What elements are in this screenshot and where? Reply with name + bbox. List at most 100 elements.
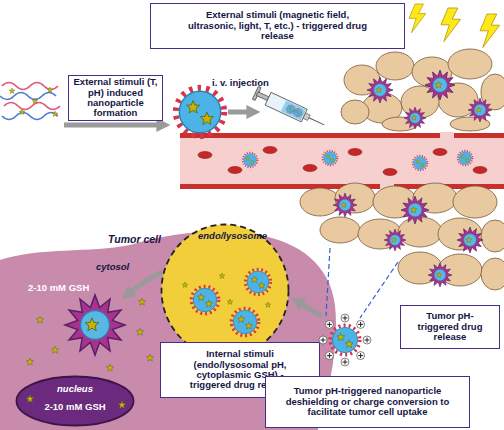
dashed-leader [326,248,398,318]
tumor-tissue-cell [481,220,504,252]
endosome-nanoparticle [231,308,258,335]
polymer-chains [4,103,60,110]
red-blood-cell [348,149,362,156]
process-box: Tumor pH-triggered nanoparticle deshield… [265,376,470,428]
uptake-arrow [298,302,322,316]
node-heading: nucleus [45,384,105,394]
process-box: External stimuli (magnetic field, ultras… [150,3,405,49]
tumor-tissue-cell [300,49,504,290]
uptake-arrow [128,272,322,316]
annotation-label: i. v. injection [212,78,302,88]
charged-nanoparticle [341,358,349,366]
red-blood-cell [198,152,212,159]
cytosol-drug-release-burst [65,295,125,355]
endosome-circle: endo/lysosome [160,223,290,358]
endosome-nanoparticle [245,269,270,294]
syringe [265,92,307,122]
blood-vessel [180,132,504,190]
red-blood-cell [263,147,277,154]
free-drugs [9,88,15,93]
tumor-drug-release-burst [428,263,452,287]
red-blood-cell [198,147,487,176]
polymer-chains [0,83,60,120]
red-blood-cell [433,149,447,156]
node-heading: External stimuli (magnetic field, ultras… [185,10,370,41]
node-heading: External stimuli (T, pH) induced nanopar… [71,77,161,119]
node-text: cytosol [96,262,146,272]
node-heading: endo/lysosome [198,231,252,241]
tumor-drug-release-burst [333,193,357,217]
endosome-circle-outline [160,223,290,358]
released-drug [36,316,43,323]
circulating-nanoparticle [323,151,338,166]
endosome-nanoparticle [182,269,271,335]
node-heading: Tumor cell [108,234,188,246]
uptake-arrow [128,272,162,294]
node-heading: Tumor pH-triggered nanoparticle deshield… [270,386,465,417]
tumor-drug-release-burst [425,70,455,100]
endosome-nanoparticle [182,282,188,287]
red-blood-cell [303,165,317,172]
charged-nanoparticle [325,320,333,328]
circulating-nanoparticle [458,151,473,166]
tumor-drug-release-burst [333,70,492,287]
syringe [252,86,327,131]
blood-vessel [180,136,504,186]
blood-vessel [440,132,454,139]
syringe [281,100,306,120]
released-drug [118,401,125,408]
node-text: 2-10 mM GSH [35,402,115,412]
tumor-tissue-cell [398,217,442,247]
charged-nanoparticle [330,325,359,354]
node-text: 2-10 mM GSH [28,283,108,293]
tumor-drug-release-burst [468,98,492,122]
nucleus-ellipse-outline [15,375,135,427]
polymer-chains [2,113,58,120]
tumor-drug-release-burst [404,107,426,129]
process-arrow [64,123,162,128]
lightning-bolt [409,4,500,48]
charged-nanoparticle [363,336,371,344]
free-drugs [19,109,25,114]
tumor-tissue-cell [376,52,414,80]
endosome-nanoparticle [219,273,225,278]
circulating-nanoparticle [243,151,473,171]
endosome-nanoparticle [265,302,271,307]
dashed-leader [360,262,398,318]
free-drugs [32,98,38,103]
tumor-tissue-cell [300,188,340,216]
red-blood-cell [228,167,242,174]
free-drugs [52,111,58,116]
lightning-bolt [409,4,426,33]
released-drug [51,346,58,353]
main-nanoparticle [176,88,224,136]
cytosol-drug-release-burst [65,295,125,355]
tumor-drug-release-burst [367,77,393,103]
syringe [303,113,310,121]
charged-nanoparticle [319,314,371,366]
released-drug [26,298,153,408]
polymer-chains [0,93,56,100]
tumor-tissue-cell [481,258,504,290]
process-arrow [228,110,252,115]
endosome-nanoparticle [191,286,218,313]
endosome-circle-shape [162,225,289,357]
endosome-nanoparticle [227,299,233,304]
charged-nanoparticle [319,336,327,344]
lightning-bolt [480,14,500,48]
charged-nanoparticle [357,320,365,328]
released-drug [136,328,143,335]
nucleus-ellipse: nucleus 2-10 mM GSH [15,375,135,427]
charged-nanoparticle [357,352,365,360]
tumor-drug-release-burst [401,196,429,224]
free-drugs [47,87,53,92]
tumor-tissue-cell [448,49,492,79]
blood-vessel [180,133,504,138]
process-box: External stimuli (T, pH) induced nanopar… [68,75,163,121]
syringe [292,107,303,118]
